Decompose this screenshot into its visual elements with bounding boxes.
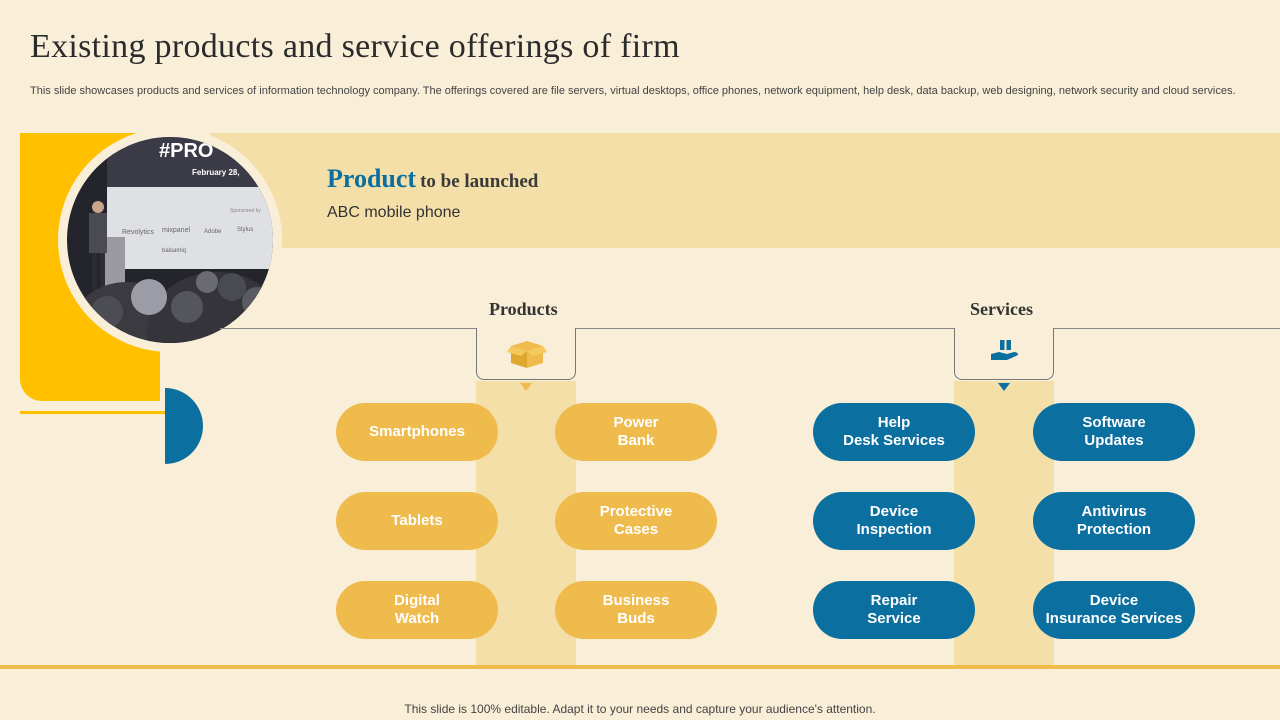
product-power-bank: Power Bank [555,403,717,461]
services-title: Services [970,299,1033,319]
product-tablets: Tablets [336,492,498,550]
photo-banner-text: #PRO [159,140,213,162]
products-title: Products [489,299,558,319]
launch-heading-rest: to be launched [420,171,539,192]
service-repair: Repair Service [813,581,975,639]
products-down-arrow [520,383,532,391]
service-device-inspection: Device Inspection [813,492,975,550]
hand-package-icon [991,340,1018,360]
slide-footer: This slide is 100% editable. Adapt it to… [404,702,876,716]
slide-title: Existing products and service offerings … [30,28,680,65]
product-digital-watch: Digital Watch [336,581,498,639]
launch-banner [210,133,1280,248]
service-help-desk: Help Desk Services [813,403,975,461]
box-icon [507,341,547,368]
service-antivirus-protection: Antivirus Protection [1033,492,1195,550]
decorative-yellow-line [20,411,186,414]
bottom-divider [0,665,1280,669]
photo-logo-3: Adobe [204,229,222,235]
launch-heading-highlight: Product [327,164,417,193]
decorative-blue-half-circle [165,388,203,464]
launch-heading: Product to be launched [327,164,538,194]
services-down-arrow [998,383,1010,391]
product-smartphones: Smartphones [336,403,498,461]
photo-sponsor-label: Sponsored by [230,208,261,214]
section-divider-line [220,328,1280,329]
product-business-buds: Business Buds [555,581,717,639]
service-software-updates: Software Updates [1033,403,1195,461]
photo-date-text: February 28, [192,168,240,177]
service-device-insurance: Device Insurance Services [1033,581,1195,639]
launch-item: ABC mobile phone [327,204,461,221]
products-icon-box [476,328,576,380]
photo-logo-5: balsamiq [162,248,186,254]
photo-logo-1: Revolytics [122,229,154,236]
slide-description: This slide showcases products and servic… [30,85,1236,97]
services-icon-box [954,328,1054,380]
product-protective-cases: Protective Cases [555,492,717,550]
photo-logo-4: Stylus [237,227,253,233]
photo-logo-2: mixpanel [162,227,190,234]
conference-photo: #PRO February 28, Sponsored by Revolytic… [67,137,273,343]
